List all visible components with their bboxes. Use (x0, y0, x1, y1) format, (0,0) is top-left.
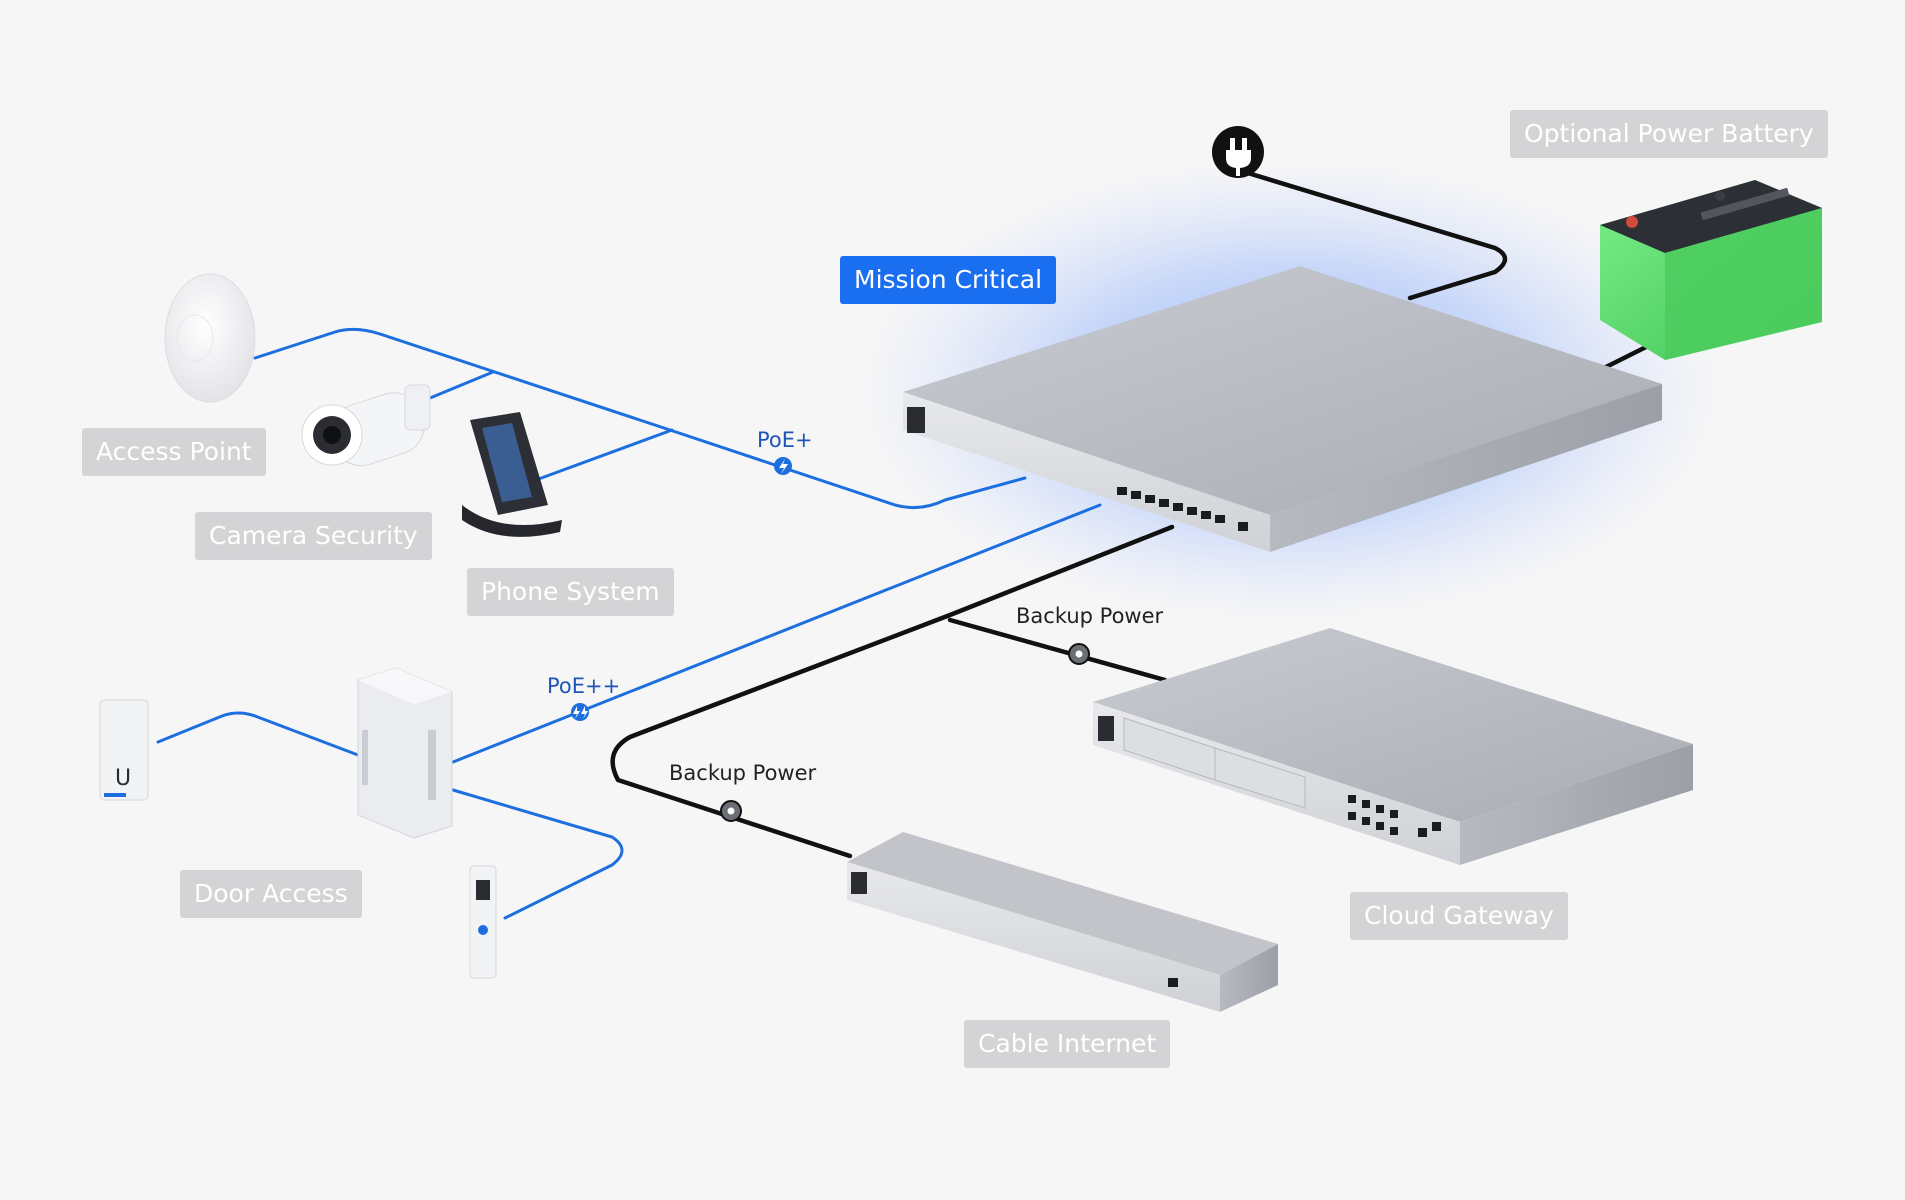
camera-link (428, 370, 495, 400)
cable-internet-label: Cable Internet (964, 1020, 1171, 1068)
backup-power-trunk (610, 524, 1175, 859)
backup-power-internet-label: Backup Power (669, 761, 817, 785)
optional-power-battery (1600, 180, 1822, 360)
phone-device (462, 412, 562, 537)
door-intercom-device (469, 865, 497, 979)
camera-security-label: Camera Security (195, 512, 432, 560)
poe-plus-plus-trunk (451, 503, 1102, 764)
door-intercom-link (451, 788, 624, 920)
optional-power-battery-label: Optional Power Battery (1510, 110, 1828, 158)
cloud-gateway-label: Cloud Gateway (1350, 892, 1568, 940)
backup-power-internet-node-icon (720, 800, 742, 822)
power-plug-icon (1212, 126, 1264, 178)
camera-device (301, 384, 431, 467)
cable-internet-device (847, 832, 1278, 1012)
backup-power-gateway-label: Backup Power (1016, 604, 1164, 628)
door-reader-device: U (99, 699, 149, 801)
poe-plus-label: PoE+ (757, 428, 813, 452)
power-cables (610, 167, 1663, 859)
door-access-hub (357, 667, 453, 839)
door-access-label: Door Access (180, 870, 362, 918)
data-cables (156, 327, 1102, 920)
wall-plug-cable (1235, 167, 1508, 301)
door-reader-link (156, 711, 360, 757)
access-point-label: Access Point (82, 428, 266, 476)
phone-system-label: Phone System (467, 568, 674, 616)
svg-text:U: U (115, 766, 131, 791)
backup-power-gateway-node-icon (1068, 643, 1090, 665)
phone-link (523, 428, 674, 486)
mission-critical-label: Mission Critical (840, 256, 1057, 304)
cloud-gateway-device (1093, 628, 1693, 865)
switch-ports (1117, 487, 1248, 531)
poe-plus-plus-bolt-icon (571, 703, 589, 721)
poe-plus-bolt-icon (774, 457, 792, 475)
mission-critical-switch (903, 266, 1662, 552)
backup-power-gateway-link (947, 617, 1168, 683)
access-point-device (164, 273, 256, 403)
poe-plus-plus-label: PoE++ (547, 674, 621, 698)
